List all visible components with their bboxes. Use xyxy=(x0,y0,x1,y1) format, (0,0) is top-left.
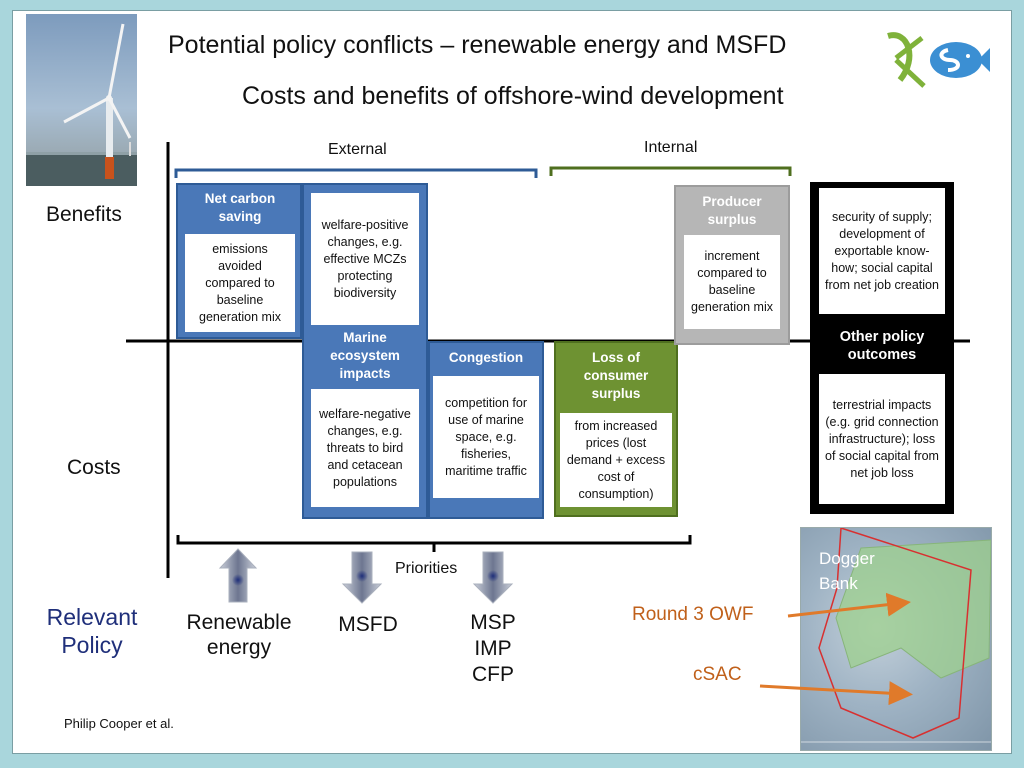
marine-positive-text: welfare-positive changes, e.g. effective… xyxy=(311,193,419,325)
producer-surplus-box: Producer surplus increment compared to b… xyxy=(674,185,790,345)
external-label: External xyxy=(328,141,387,158)
author-footer: Philip Cooper et al. xyxy=(64,716,174,731)
dogger-bank-label: Dogger Bank xyxy=(819,549,875,593)
other-policy-title: Other policy outcomes xyxy=(839,329,925,363)
costs-label: Costs xyxy=(67,456,121,479)
net-carbon-text: emissions avoided compared to baseline g… xyxy=(185,234,295,332)
imp-label: IMP xyxy=(474,637,512,660)
relevant-policy-label: Relevant Policy xyxy=(46,604,138,658)
csac-label: cSAC xyxy=(693,664,742,685)
round3-arrow xyxy=(787,592,911,618)
other-negative-text: terrestrial impacts (e.g. grid connectio… xyxy=(819,374,945,504)
net-carbon-box: Net carbon saving emissions avoided comp… xyxy=(176,183,302,339)
priorities-bracket xyxy=(176,535,692,552)
producer-surplus-text: increment compared to baseline generatio… xyxy=(684,235,780,329)
up-arrow-icon xyxy=(218,548,258,603)
msfd-label: MSFD xyxy=(338,613,398,636)
internal-bracket xyxy=(549,166,792,176)
wind-turbine-icon xyxy=(26,23,137,186)
net-carbon-title: Net carbon saving xyxy=(204,191,276,224)
benefits-label: Benefits xyxy=(46,203,122,226)
cfp-label: CFP xyxy=(472,663,514,686)
dogger-bank-map: Dogger Bank xyxy=(800,527,992,751)
renewable-energy-label: Renewable energy xyxy=(186,611,292,659)
congestion-title: Congestion xyxy=(448,350,524,365)
consumer-surplus-text: from increased prices (lost demand + exc… xyxy=(560,413,672,507)
consumer-surplus-box: Loss of consumer surplus from increased … xyxy=(554,341,678,517)
congestion-text: competition for use of marine space, e.g… xyxy=(433,376,539,498)
slide-title: Potential policy conflicts – renewable e… xyxy=(168,31,787,59)
marine-ecosystem-box: welfare-positive changes, e.g. effective… xyxy=(302,183,428,519)
consumer-surplus-title: Loss of consumer surplus xyxy=(583,350,649,401)
wind-turbine-photo xyxy=(26,14,137,186)
down-arrow-icon xyxy=(341,551,383,604)
csac-boundary xyxy=(818,528,972,739)
down-arrow-icon xyxy=(472,551,514,604)
congestion-box: Congestion competition for use of marine… xyxy=(428,341,544,519)
producer-surplus-title: Producer surplus xyxy=(702,194,762,227)
marine-ecosystem-title: Marine ecosystem impacts xyxy=(330,330,400,381)
priorities-label: Priorities xyxy=(395,560,458,577)
slide-subtitle: Costs and benefits of offshore-wind deve… xyxy=(242,82,784,110)
other-policy-box: security of supply; development of expor… xyxy=(810,182,954,514)
csac-arrow xyxy=(759,681,913,706)
external-bracket xyxy=(174,168,538,178)
msp-label: MSP xyxy=(470,611,516,634)
round3-label: Round 3 OWF xyxy=(632,604,754,625)
marine-negative-text: welfare-negative changes, e.g. threats t… xyxy=(311,389,419,507)
ks-logo xyxy=(878,28,990,92)
internal-label: Internal xyxy=(644,139,698,156)
other-positive-text: security of supply; development of expor… xyxy=(819,188,945,314)
